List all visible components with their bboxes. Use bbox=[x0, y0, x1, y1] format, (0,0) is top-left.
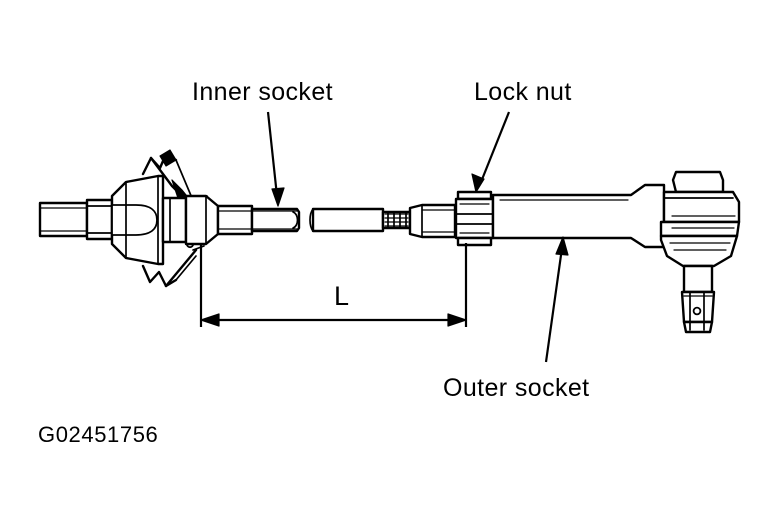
bellows-boot bbox=[110, 174, 165, 266]
callout-inner-socket: Inner socket bbox=[192, 78, 333, 207]
ball-joint-housing bbox=[659, 170, 741, 268]
dimension-label-L: L bbox=[334, 281, 349, 311]
leader-line-inner-socket bbox=[266, 111, 279, 197]
rack-end-shaft bbox=[38, 198, 114, 241]
dimension-arrow-right bbox=[447, 313, 467, 327]
leader-line-outer-socket bbox=[544, 247, 564, 363]
inner-socket-rod bbox=[161, 194, 301, 246]
cotter-pin-hole bbox=[692, 306, 702, 316]
label-outer-socket: Outer socket bbox=[443, 374, 590, 402]
leader-arrow-lock-nut bbox=[471, 173, 485, 193]
ball-stud bbox=[680, 264, 716, 334]
dimension-L: L bbox=[199, 243, 468, 327]
leader-arrow-outer-socket bbox=[555, 236, 569, 256]
leader-arrow-inner-socket bbox=[271, 187, 285, 207]
callout-lock-nut: Lock nut bbox=[471, 78, 572, 193]
figure-code: G02451756 bbox=[38, 422, 158, 447]
label-inner-socket: Inner socket bbox=[192, 78, 333, 106]
label-lock-nut: Lock nut bbox=[474, 78, 572, 106]
leader-line-lock-nut bbox=[479, 111, 511, 183]
threaded-adjustment-rod bbox=[309, 203, 457, 239]
outer-socket-rod bbox=[491, 183, 666, 249]
lock-nut bbox=[454, 190, 495, 247]
callout-outer-socket: Outer socket bbox=[443, 236, 590, 402]
dimension-arrow-left bbox=[200, 313, 220, 327]
